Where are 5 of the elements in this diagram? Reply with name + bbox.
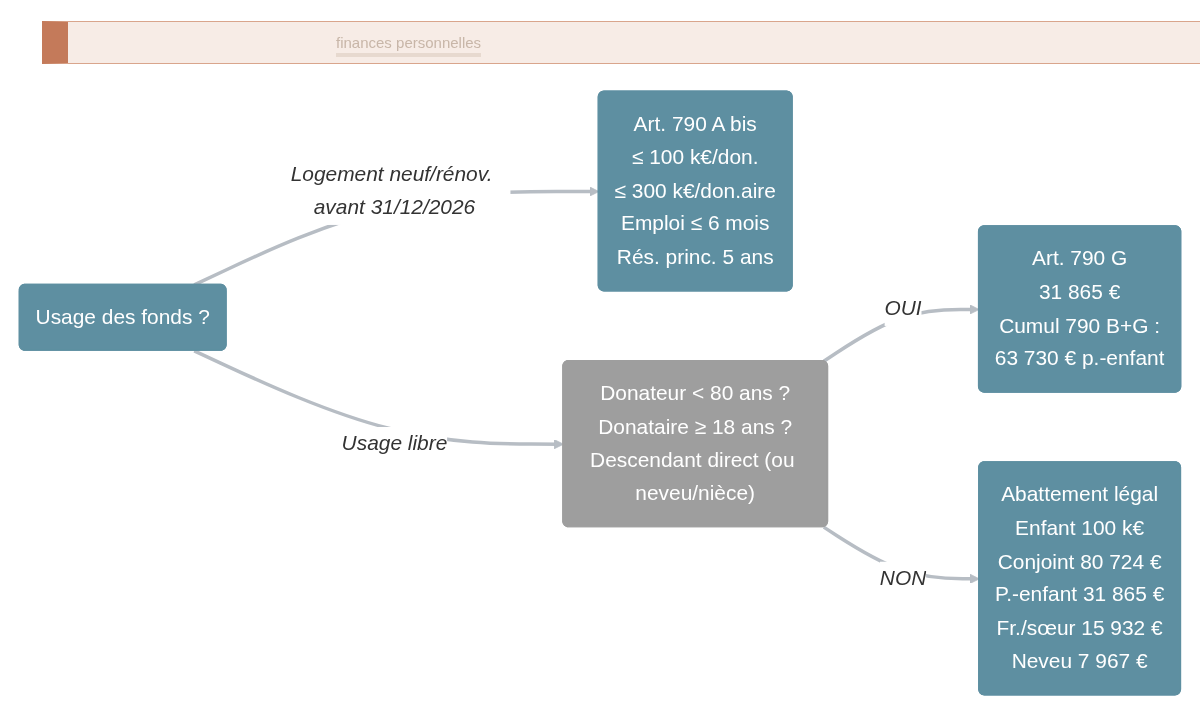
header-tagline: finances personnelles [336, 34, 482, 57]
edge-label: Logement neuf/rénov. avant 31/12/2026 [290, 162, 493, 219]
edge-label: OUI [884, 296, 922, 321]
edge-label: Usage libre [341, 431, 448, 455]
edge-label: NON [879, 566, 927, 590]
